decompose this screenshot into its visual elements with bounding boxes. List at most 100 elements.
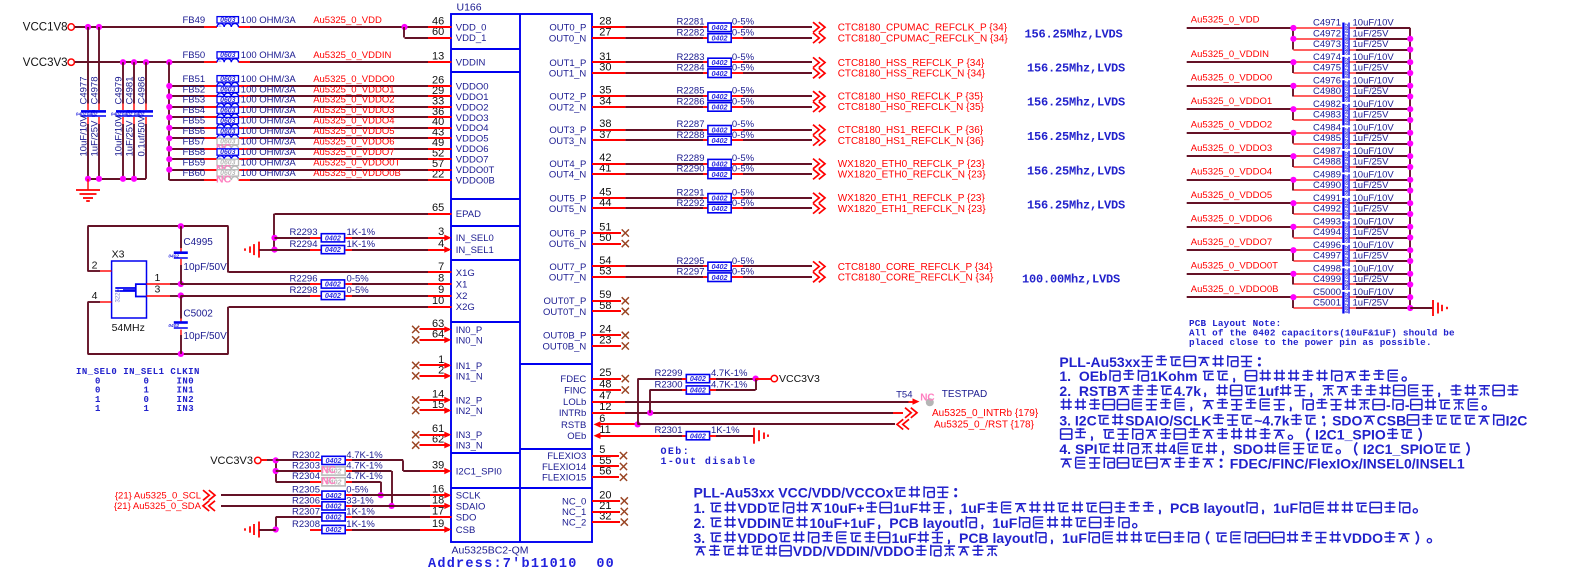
svg-text:1K-1%: 1K-1% — [347, 227, 376, 238]
svg-text:SDAIO: SDAIO — [456, 501, 486, 512]
svg-text:0603: 0603 — [220, 76, 235, 83]
svg-text:1: 1 — [218, 101, 222, 108]
svg-text:57: 57 — [432, 158, 444, 170]
svg-text:R2304: R2304 — [292, 471, 320, 482]
svg-text:IN2_N: IN2_N — [456, 406, 483, 417]
svg-text:R2285: R2285 — [677, 86, 705, 97]
svg-text:36: 36 — [432, 106, 444, 118]
svg-text:C4980: C4980 — [1313, 86, 1341, 97]
svg-text:I2C: I2C — [1506, 412, 1528, 428]
svg-text:VDD_1: VDD_1 — [456, 33, 487, 44]
svg-text:0402: 0402 — [87, 112, 98, 118]
svg-text:27: 27 — [599, 26, 611, 38]
svg-text:1K-1%: 1K-1% — [346, 519, 375, 530]
svg-text:VCC3V3: VCC3V3 — [23, 57, 68, 69]
svg-text:1uf: 1uf — [1258, 383, 1279, 399]
svg-text:C4973: C4973 — [1313, 39, 1341, 50]
svg-text:4.7K-1%: 4.7K-1% — [711, 368, 748, 379]
svg-text:C4978: C4978 — [90, 77, 101, 105]
svg-text:12: 12 — [599, 401, 611, 413]
svg-text:IN2_P: IN2_P — [456, 395, 482, 406]
svg-text:100 OHM/3A: 100 OHM/3A — [241, 50, 297, 61]
svg-text:0402: 0402 — [168, 253, 179, 259]
svg-text:0402: 0402 — [712, 262, 728, 271]
svg-text:0402: 0402 — [1344, 104, 1349, 114]
svg-text:1: 1 — [218, 154, 222, 161]
svg-text:C4979: C4979 — [114, 77, 125, 105]
svg-text:Au5325_0_VDDO4: Au5325_0_VDDO4 — [313, 116, 394, 127]
svg-text:61: 61 — [432, 423, 444, 435]
svg-text:IN_SEL1: IN_SEL1 — [456, 245, 494, 256]
svg-text:0-5%: 0-5% — [346, 485, 369, 496]
svg-text:FLEXIO3: FLEXIO3 — [547, 451, 586, 462]
svg-text:R2308: R2308 — [292, 519, 320, 530]
svg-text:Au5325_0_VDDIN: Au5325_0_VDDIN — [313, 50, 391, 61]
svg-text:64: 64 — [432, 328, 444, 340]
svg-text:0402: 0402 — [1344, 34, 1349, 44]
svg-text:0402: 0402 — [325, 291, 341, 300]
svg-text:WX1820_ETH1_REFCLK_N {23}: WX1820_ETH1_REFCLK_N {23} — [838, 204, 987, 215]
svg-text:0-5%: 0-5% — [347, 273, 370, 284]
svg-text:0-5%: 0-5% — [732, 52, 755, 63]
svg-text:OUT3_N: OUT3_N — [549, 136, 587, 147]
svg-text:1-Out disable: 1-Out disable — [661, 456, 757, 468]
svg-text:33-1%: 33-1% — [346, 495, 374, 506]
svg-text:C4974: C4974 — [1313, 52, 1341, 63]
svg-text:VCC3V3: VCC3V3 — [210, 455, 253, 467]
svg-text:10uF+1uF: 10uF+1uF — [809, 515, 875, 531]
svg-text:0603: 0603 — [220, 52, 235, 59]
svg-text:Au5325_0_VDDIN: Au5325_0_VDDIN — [1191, 49, 1269, 60]
svg-text:17: 17 — [432, 505, 444, 517]
svg-text:0402: 0402 — [1344, 91, 1349, 101]
svg-text:0402: 0402 — [325, 245, 341, 254]
svg-text:2: 2 — [438, 364, 444, 376]
svg-text:EPAD: EPAD — [456, 209, 481, 220]
svg-text:RSTB: RSTB — [561, 420, 586, 431]
svg-text:FB53: FB53 — [183, 95, 206, 106]
svg-text:156.25Mhz,LVDS: 156.25Mhz,LVDS — [1025, 27, 1123, 41]
svg-text:1: 1 — [218, 122, 222, 129]
svg-text:FB58: FB58 — [183, 147, 206, 158]
svg-text:0-5%: 0-5% — [732, 27, 755, 38]
svg-text:100 OHM/3A: 100 OHM/3A — [241, 95, 297, 106]
svg-text:Au5325_0_VDDO0T: Au5325_0_VDDO0T — [1191, 260, 1278, 271]
svg-text:1: 1 — [438, 354, 444, 366]
svg-text:1uF/25V: 1uF/25V — [90, 120, 101, 157]
svg-text:VDDO0B: VDDO0B — [456, 176, 495, 187]
svg-text:43: 43 — [432, 127, 444, 139]
svg-text:0603: 0603 — [220, 139, 235, 146]
svg-text:R2290: R2290 — [677, 164, 705, 175]
svg-text:VDDO4: VDDO4 — [456, 123, 489, 134]
svg-text:0: 0 — [95, 386, 100, 396]
svg-text:15: 15 — [432, 399, 444, 411]
svg-text:SDO: SDO — [1233, 441, 1263, 457]
svg-text:40: 40 — [432, 116, 444, 128]
svg-text:NC_1: NC_1 — [562, 507, 586, 518]
svg-text:0402: 0402 — [712, 273, 728, 282]
svg-text:34: 34 — [599, 95, 611, 107]
svg-text:R2301: R2301 — [655, 425, 683, 436]
svg-text:1uF: 1uF — [992, 515, 1017, 531]
svg-text:VDDO5: VDDO5 — [456, 134, 489, 145]
svg-text:CSB: CSB — [1377, 412, 1407, 428]
svg-text:FDEC/FINC/FlexIOx/INSEL0/INSEL: FDEC/FINC/FlexIOx/INSEL0/INSEL1 — [1230, 455, 1465, 471]
svg-text:38: 38 — [599, 118, 611, 130]
svg-text:CTC8180_HS1_REFCLK_N {36}: CTC8180_HS1_REFCLK_N {36} — [838, 136, 985, 147]
svg-text:0603: 0603 — [220, 118, 235, 125]
svg-text:VDDO1: VDDO1 — [456, 92, 489, 103]
svg-text:I2C1_SPI0: I2C1_SPI0 — [456, 466, 502, 477]
svg-text:100 OHM/3A: 100 OHM/3A — [241, 15, 297, 26]
svg-text:54MHz: 54MHz — [112, 322, 145, 334]
svg-text:100.00Mhz,LVDS: 100.00Mhz,LVDS — [1022, 272, 1120, 286]
svg-text:NC: NC — [920, 393, 934, 404]
svg-text:0402: 0402 — [326, 491, 342, 500]
svg-text:OUT2_P: OUT2_P — [549, 92, 586, 103]
svg-text:OUT0_N: OUT0_N — [549, 33, 587, 44]
svg-text:R2306: R2306 — [292, 495, 320, 506]
svg-text:C4995: C4995 — [183, 237, 213, 248]
svg-text:22: 22 — [432, 169, 444, 181]
svg-text:54: 54 — [599, 255, 611, 267]
svg-text:1uF/25V: 1uF/25V — [1353, 133, 1390, 144]
svg-text:156.25Mhz,LVDS: 156.25Mhz,LVDS — [1027, 96, 1125, 110]
svg-text:Au5325_0_VDD: Au5325_0_VDD — [313, 15, 382, 26]
